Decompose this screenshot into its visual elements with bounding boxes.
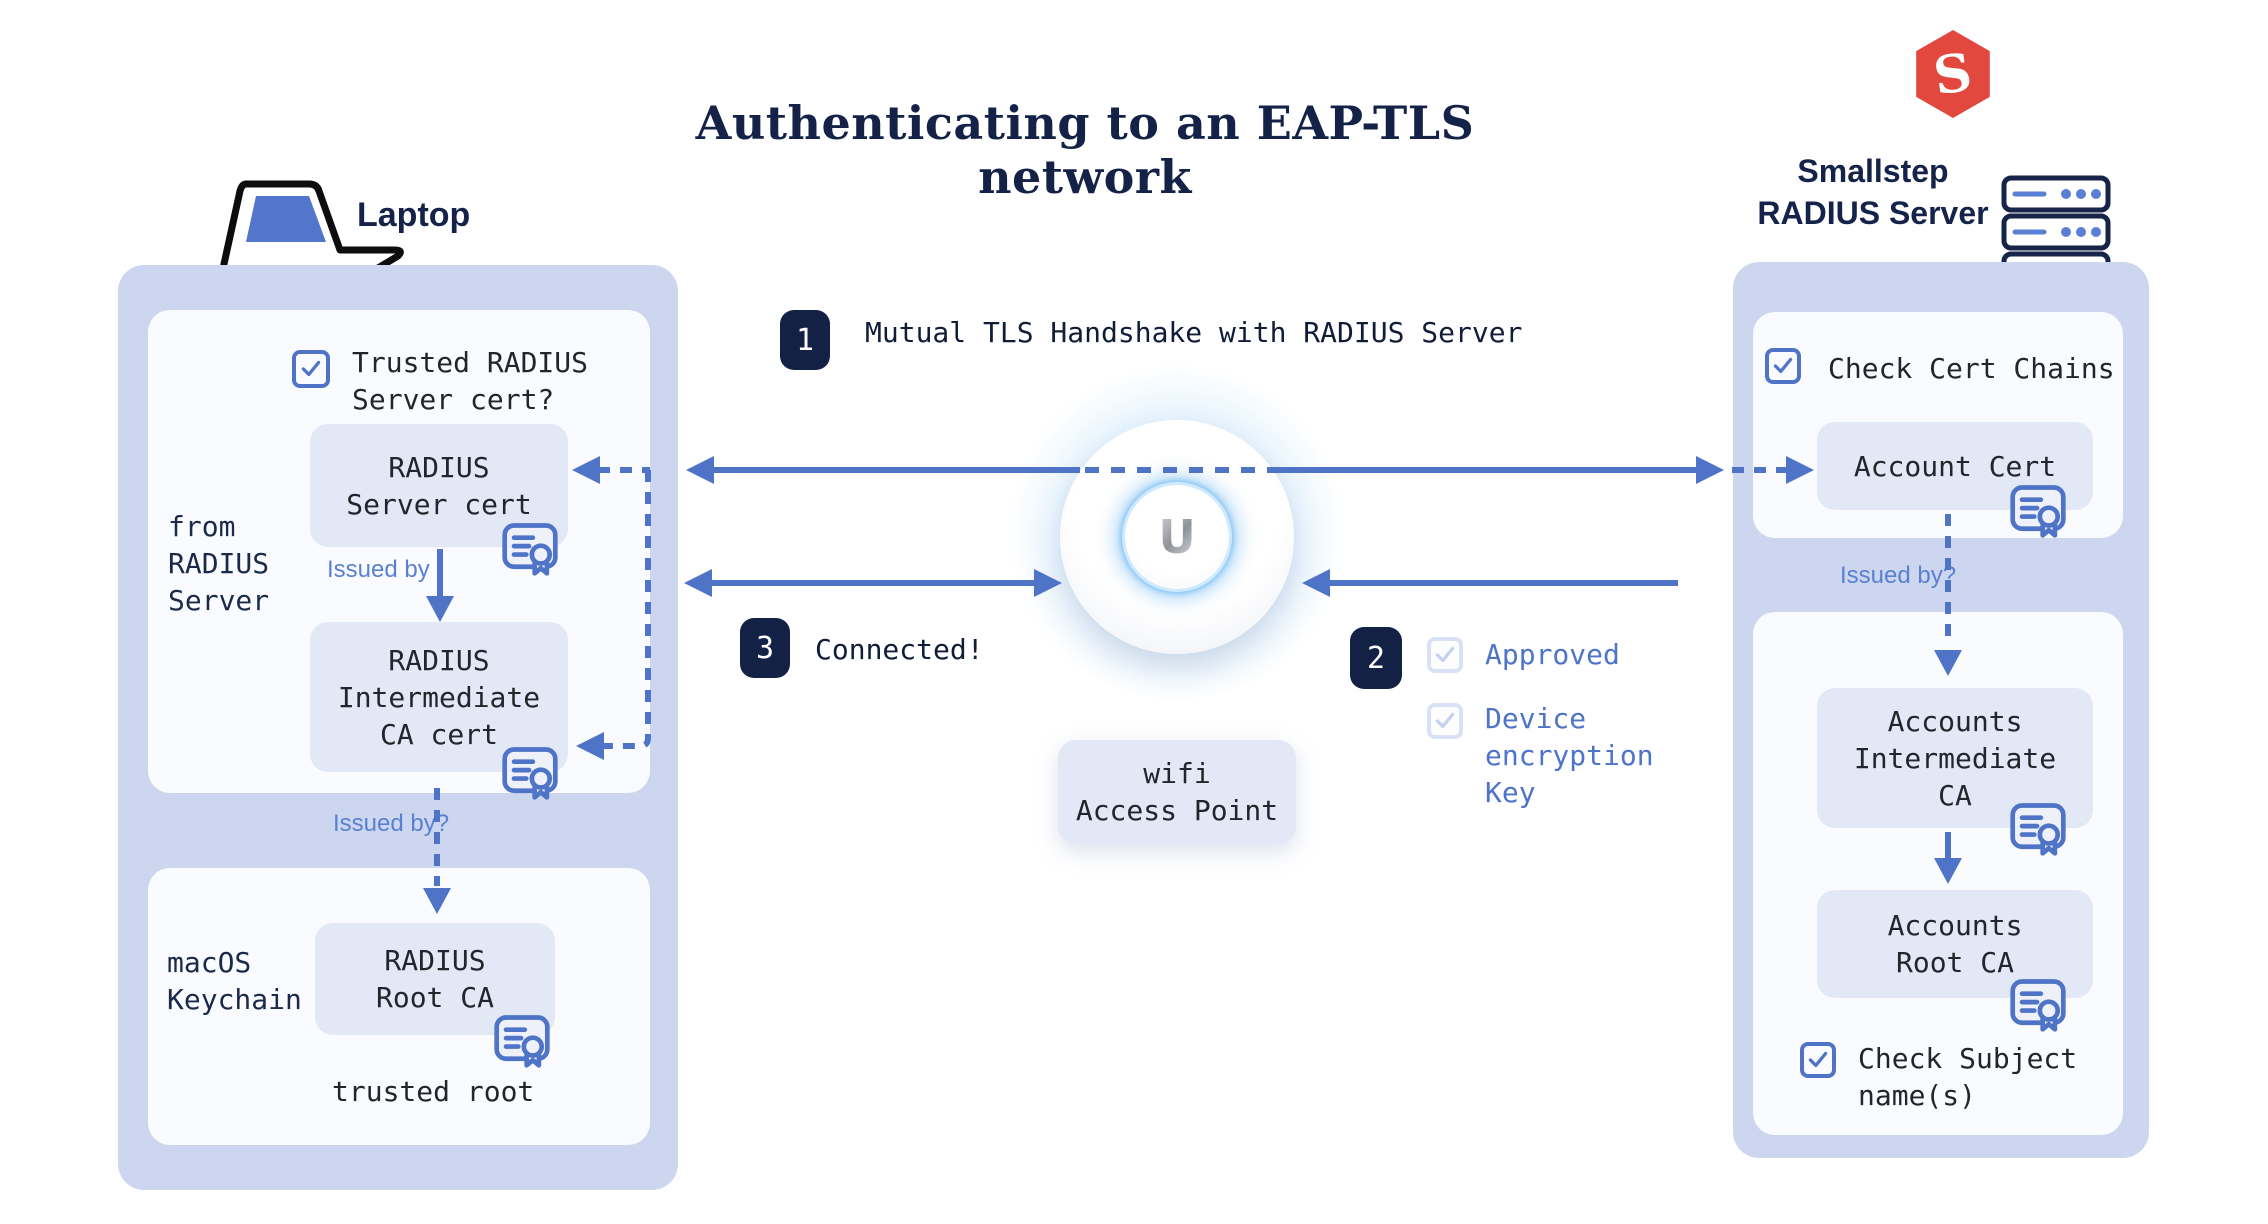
step-3-label: Connected! <box>815 633 984 666</box>
checkmark-icon <box>1773 357 1793 374</box>
certificate-icon <box>2008 478 2068 542</box>
radius-intermediate-ca-box: RADIUS Intermediate CA cert <box>310 622 568 772</box>
check-cert-chains-label: Check Cert Chains <box>1828 352 2115 385</box>
check-cert-chains-checkbox <box>1765 348 1801 384</box>
device-key-checkbox <box>1427 703 1463 739</box>
checkmark-icon <box>1435 646 1455 663</box>
step-2-badge: 2 <box>1350 627 1402 689</box>
smallstep-logo-icon: S <box>1916 30 1990 118</box>
certificate-icon <box>492 1008 552 1072</box>
trusted-cert-checkbox <box>292 350 330 388</box>
access-point-ring: U <box>1125 485 1229 589</box>
smallstep-server-label: Smallstep RADIUS Server <box>1757 153 1989 231</box>
laptop-label: Laptop <box>357 196 471 234</box>
checkmark-icon <box>1808 1051 1828 1068</box>
issued-by-question-label: Issued by? <box>1840 562 1957 589</box>
issued-by-question-label: Issued by? <box>333 810 450 837</box>
issued-by-label: Issued by <box>327 556 430 583</box>
approved-checkbox <box>1427 637 1463 673</box>
certificate-icon <box>500 740 560 804</box>
step-1-badge: 1 <box>780 310 830 370</box>
page-title: Authenticating to an EAP-TLS network <box>695 96 1475 204</box>
accounts-root-ca-box: Accounts Root CA <box>1817 890 2093 998</box>
checkmark-icon <box>1435 712 1455 729</box>
step-1-label: Mutual TLS Handshake with RADIUS Server <box>865 316 1523 349</box>
check-subject-checkbox <box>1800 1042 1836 1078</box>
check-subject-label: Check Subject name(s) <box>1858 1042 2078 1112</box>
macos-keychain-label: macOS Keychain <box>167 946 302 1016</box>
device-encryption-key-label: Device encryption Key <box>1485 702 1654 809</box>
certificate-icon <box>2008 972 2068 1036</box>
wifi-access-point-box: wifi Access Point <box>1058 740 1296 844</box>
certificate-icon <box>500 516 560 580</box>
trusted-root-label: trusted root <box>332 1075 535 1108</box>
trusted-cert-question: Trusted RADIUS Server cert? <box>352 346 589 416</box>
step-3-badge: 3 <box>740 618 790 678</box>
approved-label: Approved <box>1485 638 1620 671</box>
ubiquiti-u-logo: U <box>1158 510 1196 564</box>
certificate-icon <box>2008 796 2068 860</box>
radius-server-cert-box: RADIUS Server cert <box>310 424 568 547</box>
checkmark-icon <box>301 360 321 377</box>
from-radius-server-label: from RADIUS Server <box>168 510 270 617</box>
